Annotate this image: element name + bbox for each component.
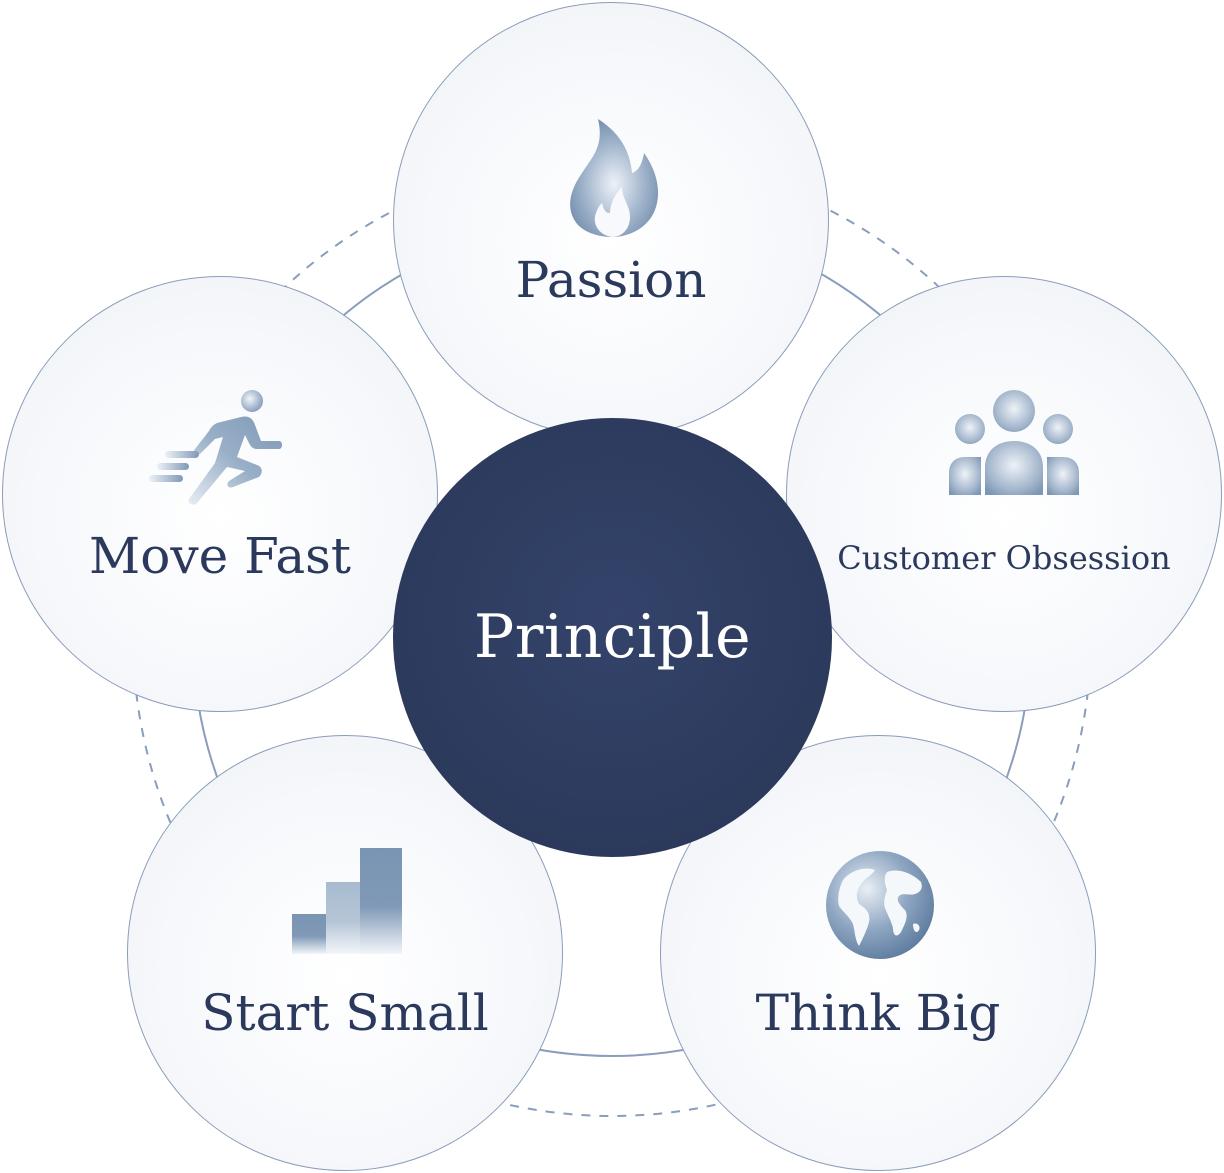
people-group-icon [949, 390, 1079, 495]
flame-icon [570, 119, 659, 237]
node-passion: Passion [393, 2, 829, 438]
node-label: Passion [515, 251, 707, 309]
center-label: Principle [473, 602, 752, 672]
center-node-principle: Principle [393, 418, 832, 857]
bar-chart-icon [292, 848, 402, 954]
node-label: Customer Obsession [837, 539, 1171, 577]
node-label: Start Small [201, 984, 489, 1042]
running-person-icon [149, 390, 282, 505]
node-label: Move Fast [89, 527, 351, 585]
node-label: Think Big [755, 984, 1001, 1042]
node-think-big: Think Big [660, 735, 1096, 1171]
globe-icon [826, 851, 934, 959]
node-customer-obsession: Customer Obsession [786, 276, 1222, 712]
node-move-fast: Move Fast [2, 276, 438, 712]
